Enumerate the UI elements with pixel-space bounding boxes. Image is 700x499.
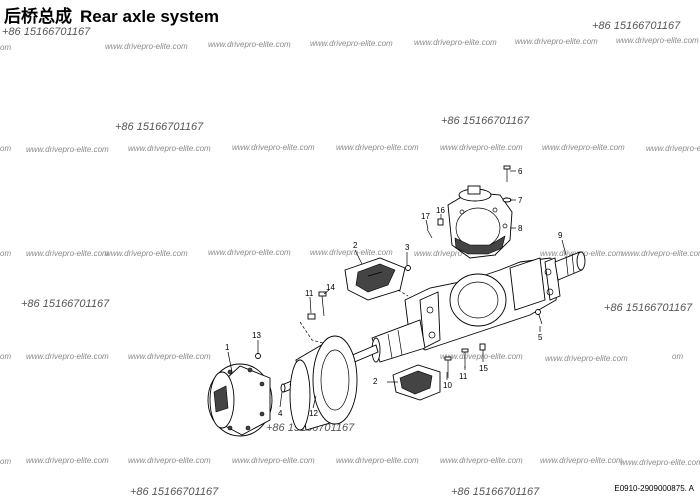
right-spindle	[554, 251, 586, 281]
watermark-url: www.drivepro-elite.com	[620, 458, 700, 467]
watermark-url: www.drivepro-elite.com	[545, 354, 628, 363]
watermark-url: www.drivepro-elite.com	[26, 145, 109, 154]
callout-3: 3	[405, 243, 410, 252]
callout-11-upper: 11	[305, 289, 314, 298]
bolt-5	[535, 309, 543, 325]
watermark-phone: +86 15166701167	[451, 486, 540, 498]
page-title: 后桥总成 Rear axle system	[4, 2, 219, 27]
watermark-phone: +86 15166701167	[2, 26, 91, 38]
callout-7: 7	[518, 196, 523, 205]
watermark-url: www.drivepro-elite.com	[208, 248, 291, 257]
callout-10: 10	[443, 381, 452, 390]
watermark-url: www.drivepro-elite.com	[646, 144, 700, 153]
nut-11-upper	[307, 313, 316, 320]
callout-15: 15	[479, 364, 488, 373]
callout-12: 12	[309, 409, 318, 418]
title-chinese: 后桥总成	[4, 7, 72, 27]
watermark-url-partial: om	[0, 43, 12, 52]
watermark-url: www.drivepro-elite.com	[414, 249, 497, 258]
title-english: Rear axle system	[80, 7, 219, 26]
watermark-url: www.drivepro-elite.com	[616, 36, 699, 45]
watermark-url: www.drivepro-elite.com	[440, 352, 523, 361]
bolt-11-lower	[461, 348, 469, 368]
drawing-code: E0910-2909000875. A	[614, 484, 694, 493]
callout-2-lower: 2	[373, 377, 378, 386]
callout-17: 17	[421, 212, 430, 221]
plug-16	[437, 218, 444, 226]
watermark-url: www.drivepro-elite.com	[310, 39, 393, 48]
watermark-url: www.drivepro-elite.com	[26, 352, 109, 361]
watermark-phone: +86 15166701167	[441, 115, 530, 127]
watermark-url-partial: om	[0, 249, 12, 258]
watermark-url: www.drivepro-elite.com	[128, 352, 211, 361]
watermark-url-partial: om	[0, 144, 12, 153]
watermark-phone: +86 15166701167	[130, 486, 219, 498]
watermark-url: www.drivepro-elite.com	[440, 143, 523, 152]
watermark-url: www.drivepro-elite.com	[414, 38, 497, 47]
drain-plug-15	[479, 343, 486, 351]
callout-1: 1	[225, 343, 230, 352]
watermark-url: www.drivepro-elite.com	[128, 144, 211, 153]
main-reducer	[447, 185, 513, 259]
watermark-url: www.drivepro-elite.com	[310, 248, 393, 257]
brake-drum	[289, 335, 358, 431]
watermark-url-partial: om	[0, 457, 12, 466]
watermark-url: www.drivepro-elite.com	[336, 143, 419, 152]
callout-13: 13	[252, 331, 261, 340]
watermark-url: www.drivepro-elite.com	[26, 249, 109, 258]
callout-8: 8	[518, 224, 523, 233]
axle-housing	[404, 257, 561, 351]
callout-14: 14	[326, 283, 335, 292]
washer-7	[502, 197, 512, 203]
watermark-phone: +86 15166701167	[21, 298, 110, 310]
wheel-hub	[207, 363, 273, 437]
callout-4: 4	[278, 409, 283, 418]
leader-lines	[227, 170, 567, 409]
watermark-url: www.drivepro-elite.com	[540, 456, 623, 465]
watermark-url: www.drivepro-elite.com	[542, 143, 625, 152]
watermark-url-partial: om	[672, 352, 684, 361]
callout-2-upper: 2	[353, 241, 358, 250]
watermark-phone: +86 15166701167	[115, 121, 204, 133]
watermark-url: www.drivepro-elite.com	[440, 456, 523, 465]
bolt-6	[503, 165, 511, 182]
callout-16: 16	[436, 206, 445, 215]
spring-seat-upper	[344, 257, 406, 301]
bolt-10	[444, 356, 452, 378]
watermark-url: www.drivepro-elite.com	[515, 37, 598, 46]
watermark-url-partial: om	[0, 352, 12, 361]
watermark-url: www.drivepro-elite.com	[622, 249, 700, 258]
watermark-phone: +86 15166701167	[604, 302, 693, 314]
watermark-url: www.drivepro-elite.com	[232, 456, 315, 465]
callout-6: 6	[518, 167, 523, 176]
bolt-14	[318, 291, 327, 317]
callout-5: 5	[538, 333, 543, 342]
callout-9: 9	[558, 231, 563, 240]
watermark-url: www.drivepro-elite.com	[208, 40, 291, 49]
watermark-phone: +86 15166701167	[592, 20, 681, 32]
left-spindle	[371, 319, 426, 363]
watermark-url: www.drivepro-elite.com	[336, 456, 419, 465]
bolt-13	[255, 353, 261, 359]
callout-11-lower: 11	[459, 372, 468, 381]
watermark-url: www.drivepro-elite.com	[232, 143, 315, 152]
watermark-url: www.drivepro-elite.com	[26, 456, 109, 465]
spring-seat-lower	[392, 364, 441, 401]
watermark-url: www.drivepro-elite.com	[105, 249, 188, 258]
watermark-url: www.drivepro-elite.com	[128, 456, 211, 465]
watermark-url: www.drivepro-elite.com	[105, 42, 188, 51]
bolt-3	[405, 265, 411, 271]
bolt-17	[426, 228, 433, 239]
